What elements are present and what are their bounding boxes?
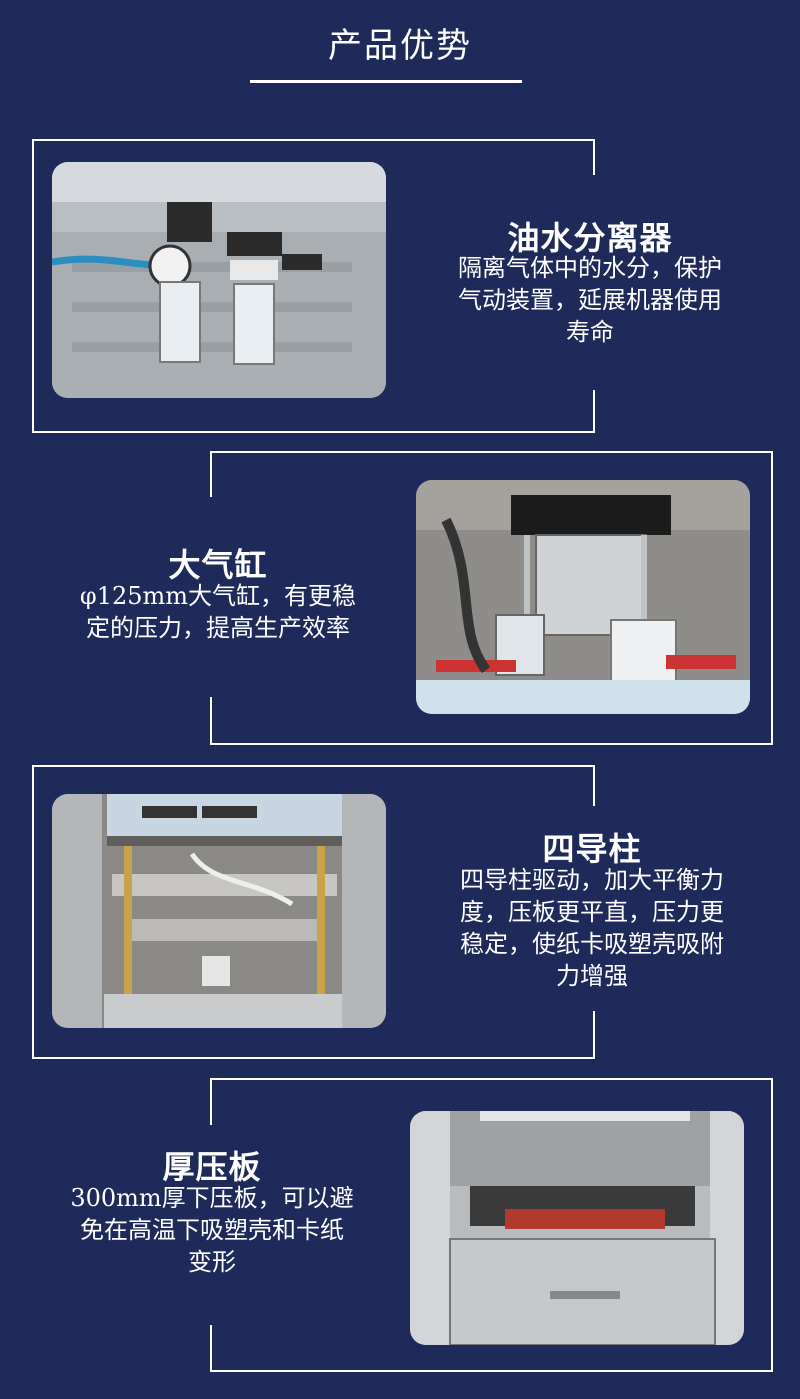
thick-press-plate-photo	[410, 1111, 744, 1345]
feature-title-3: 四导柱	[542, 830, 642, 868]
feature-desc-1: 隔离气体中的水分，保护 气动装置，延展机器使用 寿命	[458, 254, 722, 346]
feature-desc-4: 300mm厚下压板，可以避 免在高温下吸塑壳和卡纸 变形	[70, 1184, 354, 1276]
feature-desc-2: φ125mm大气缸，有更稳 定的压力，提高生产效率	[79, 582, 357, 642]
four-guide-column-photo	[52, 794, 386, 1028]
cylinder-photo	[416, 480, 750, 714]
page-title: 产品优势	[328, 26, 472, 66]
title-underline	[250, 80, 522, 83]
feature-title-2: 大气缸	[168, 546, 268, 584]
feature-title-1: 油水分离器	[507, 219, 673, 257]
oil-water-separator-photo	[52, 162, 386, 398]
feature-desc-3: 四导柱驱动，加大平衡力 度，压板更平直，压力更 稳定，使纸卡吸塑壳吸附 力增强	[460, 866, 724, 990]
feature-title-4: 厚压板	[162, 1148, 262, 1186]
